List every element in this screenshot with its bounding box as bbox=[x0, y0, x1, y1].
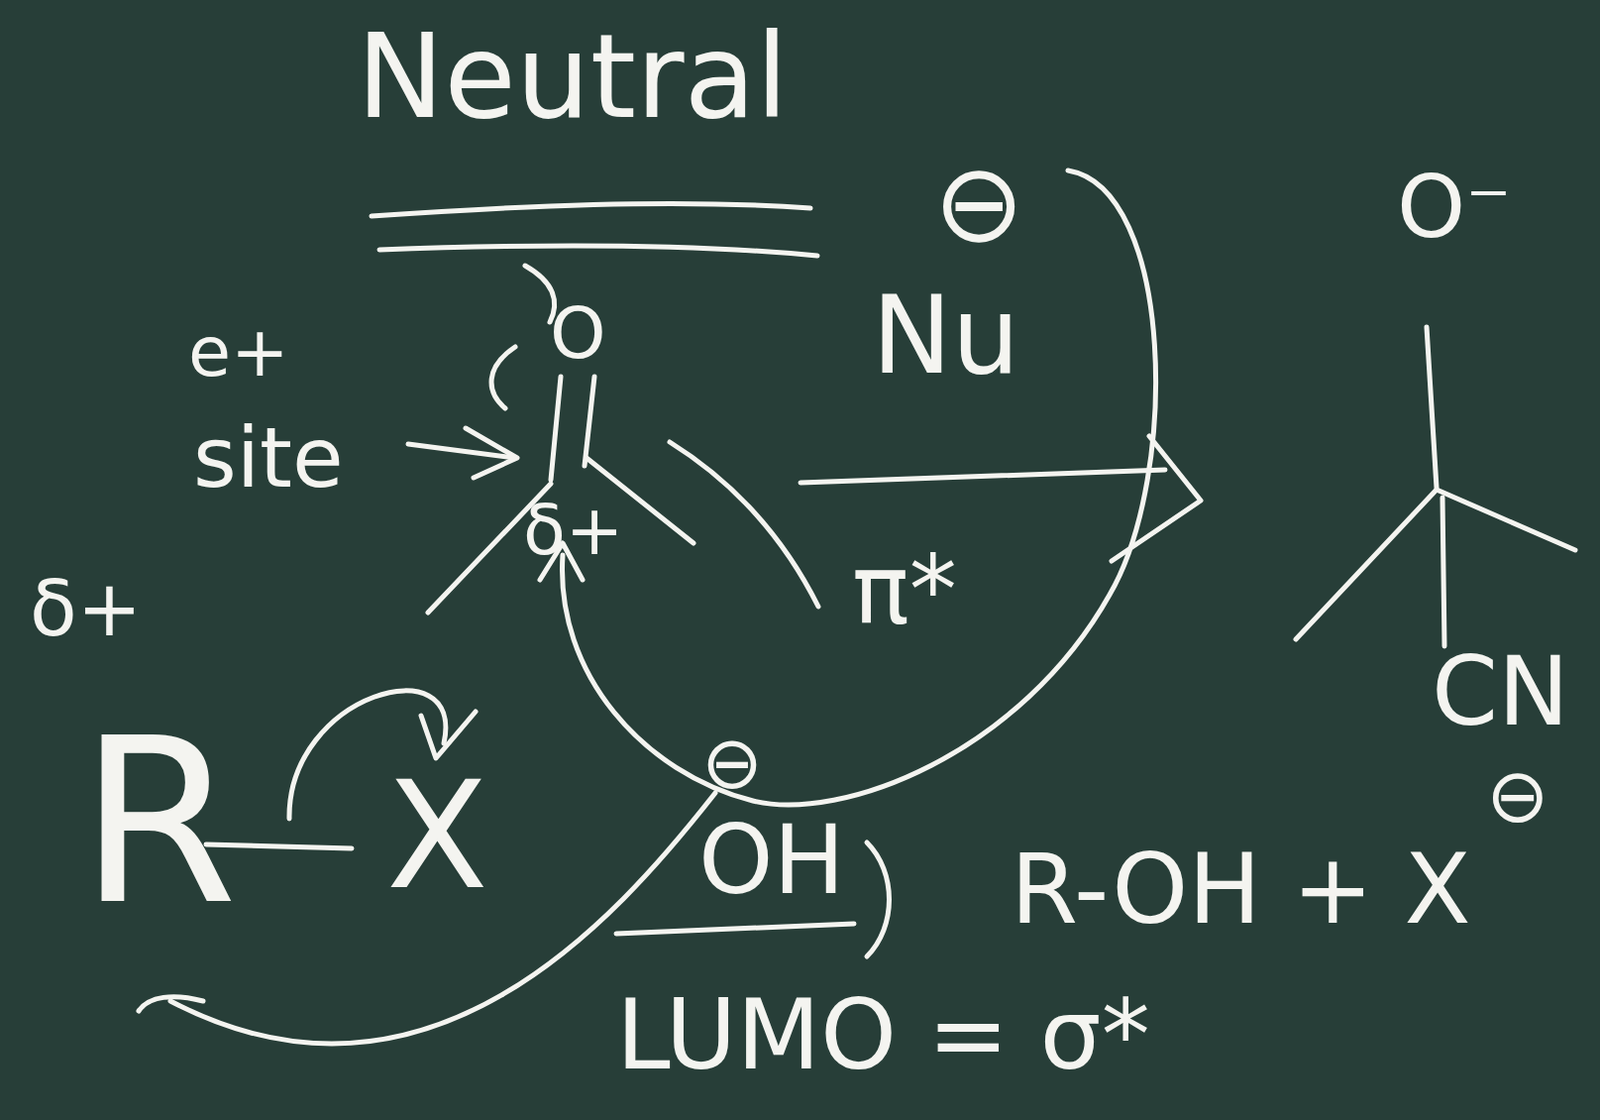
arrow-head bbox=[138, 996, 204, 1011]
curved-arrow bbox=[562, 170, 1157, 805]
curved-arrow bbox=[669, 441, 819, 607]
arrow-head bbox=[421, 711, 476, 758]
chalk-label: LUMO = σ* bbox=[616, 985, 1151, 1083]
chalk-label: CN bbox=[1431, 643, 1570, 740]
chalk-label: δ+ bbox=[523, 495, 624, 565]
reaction-arrow bbox=[800, 469, 1166, 483]
chalk-label: O⁻ bbox=[1396, 163, 1512, 251]
chalk-label: R-OH + X bbox=[1010, 840, 1472, 938]
chalk-label: OH bbox=[698, 812, 846, 908]
chalk-label: ⊖ bbox=[701, 725, 763, 799]
bracket bbox=[866, 842, 890, 957]
chalk-label: ⊖ bbox=[933, 148, 1025, 258]
chalk-label: site bbox=[193, 416, 344, 500]
bond bbox=[1442, 497, 1445, 646]
underline bbox=[616, 923, 854, 934]
chalk-label: ⊖ bbox=[1486, 757, 1550, 834]
bond bbox=[584, 376, 595, 466]
chalk-label: X bbox=[386, 760, 489, 910]
arrow-head bbox=[465, 427, 518, 478]
lone-pair-arc bbox=[491, 346, 516, 409]
bond bbox=[1295, 489, 1437, 640]
chalk-label: e+ bbox=[188, 317, 290, 387]
bond bbox=[1436, 489, 1576, 550]
chalk-label: R bbox=[79, 708, 238, 937]
chalk-label: O bbox=[549, 297, 607, 369]
bond bbox=[550, 376, 561, 480]
chalk-label: Nu bbox=[871, 282, 1020, 390]
bond bbox=[1426, 326, 1437, 488]
chalk-label: Neutral bbox=[356, 17, 789, 135]
chalk-label: δ+ bbox=[29, 569, 142, 647]
underline bbox=[371, 203, 811, 216]
chalk-label: π* bbox=[852, 542, 958, 639]
underline bbox=[379, 245, 818, 256]
arrow-head bbox=[1111, 435, 1201, 561]
